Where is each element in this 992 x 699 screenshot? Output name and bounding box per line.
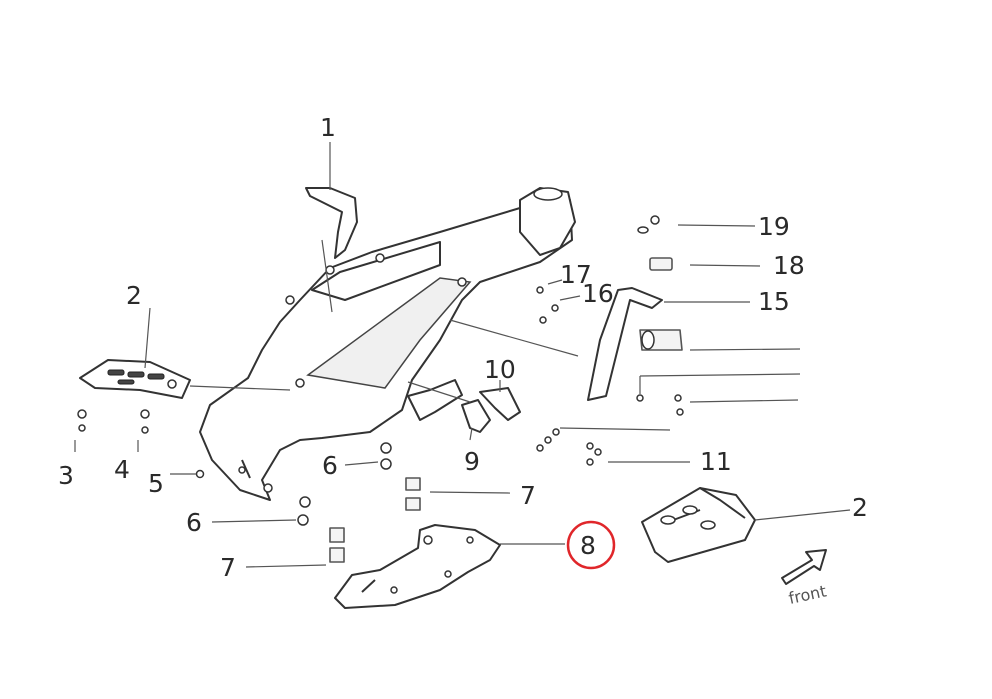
label-18: 18 [773, 251, 805, 280]
label-17: 17 [560, 260, 592, 289]
label-15: 15 [758, 287, 790, 316]
hardware-18-19 [636, 215, 684, 416]
part-15-bracket [587, 287, 683, 401]
label-16: 16 [582, 279, 614, 308]
label-front: front [787, 581, 828, 607]
leader-lines [74, 142, 851, 568]
label-7-bottom: 7 [220, 553, 236, 582]
part-labels: 1 2 3 4 5 6 6 7 7 8 9 10 11 15 16 17 18 … [58, 113, 868, 608]
label-2-left: 2 [126, 281, 142, 310]
part-8-skid-bracket [334, 524, 501, 609]
main-frame [199, 187, 576, 501]
part-1-bracket [305, 187, 358, 259]
highlight-ring-part-8 [566, 520, 616, 570]
label-9: 9 [464, 447, 480, 476]
label-2-right: 2 [852, 493, 868, 522]
part-2-pad-right [641, 487, 756, 563]
label-11: 11 [700, 447, 732, 476]
hardware-11-16-17 [536, 286, 602, 466]
label-6-top: 6 [322, 451, 338, 480]
label-19: 19 [758, 212, 790, 241]
label-3: 3 [58, 461, 74, 490]
label-4: 4 [114, 455, 130, 484]
hardware-6-7 [297, 442, 421, 563]
hardware-3-4-5 [77, 409, 205, 479]
label-1: 1 [320, 113, 336, 142]
label-5: 5 [148, 469, 164, 498]
part-2-plate-left [79, 359, 191, 399]
front-arrow [781, 549, 827, 585]
label-8: 8 [580, 531, 596, 560]
label-6-bottom: 6 [186, 508, 202, 537]
label-10: 10 [484, 355, 516, 384]
label-7-top: 7 [520, 481, 536, 510]
part-9-10-brackets [461, 387, 521, 433]
